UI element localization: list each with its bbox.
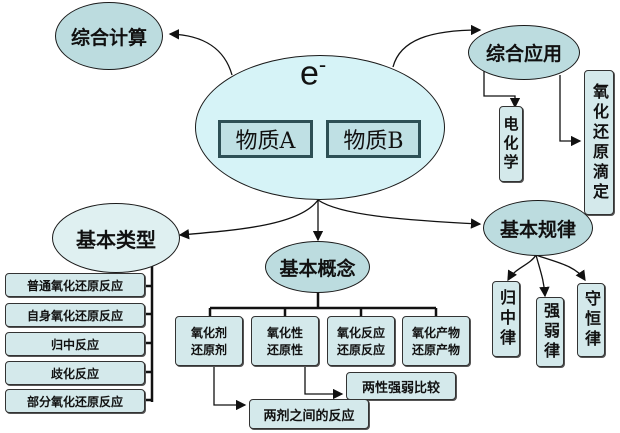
concept-item: 氧化产物还原产物	[402, 316, 470, 366]
arrow-to-strength-compare	[272, 363, 344, 400]
arrow-to-titration	[559, 75, 582, 147]
arrow-to-law-3	[535, 254, 586, 282]
type-item: 部分氧化还原反应	[5, 389, 145, 413]
node-basic-concepts: 基本概念	[265, 241, 370, 293]
arrow-to-agent-reaction	[213, 362, 247, 411]
type-item: 普通氧化还原反应	[5, 273, 145, 297]
strength-compare-box: 两性强弱比较	[346, 372, 456, 400]
app-electrochem: 电化学	[499, 106, 523, 182]
concepts-bus	[208, 292, 438, 316]
arrow-to-law-2	[535, 254, 550, 298]
arrow-to-electrochem	[483, 70, 521, 109]
law-item: 守恒律	[577, 283, 605, 357]
arrow-to-comprehensive-calc	[168, 29, 233, 76]
concept-item: 氧化反应还原反应	[327, 316, 395, 366]
concept-item: 氧化性还原性	[251, 316, 319, 366]
electron-label: e-	[300, 52, 327, 93]
node-basic-laws: 基本规律	[483, 200, 593, 256]
law-item: 强弱律	[536, 297, 564, 367]
type-item: 歧化反应	[5, 361, 145, 385]
node-comprehensive-app: 综合应用	[468, 25, 580, 80]
substance-a-box: 物质A	[218, 120, 313, 158]
arrow-to-comprehensive-app	[392, 24, 482, 68]
agent-reaction-box: 两剂之间的反应	[249, 399, 369, 429]
substance-b-box: 物质B	[326, 120, 421, 158]
type-item: 自身氧化还原反应	[5, 303, 145, 327]
arrow-to-law-1	[507, 254, 537, 282]
law-item: 归中律	[492, 281, 520, 357]
arrow-to-basic-types	[178, 199, 319, 240]
app-redox-titration: 氧化还原滴定	[584, 70, 614, 215]
node-basic-types: 基本类型	[52, 203, 180, 273]
type-item: 归中反应	[5, 332, 145, 356]
node-comprehensive-calc: 综合计算	[55, 2, 163, 70]
concept-item: 氧化剂还原剂	[175, 316, 243, 366]
arrow-to-basic-laws	[317, 199, 482, 229]
